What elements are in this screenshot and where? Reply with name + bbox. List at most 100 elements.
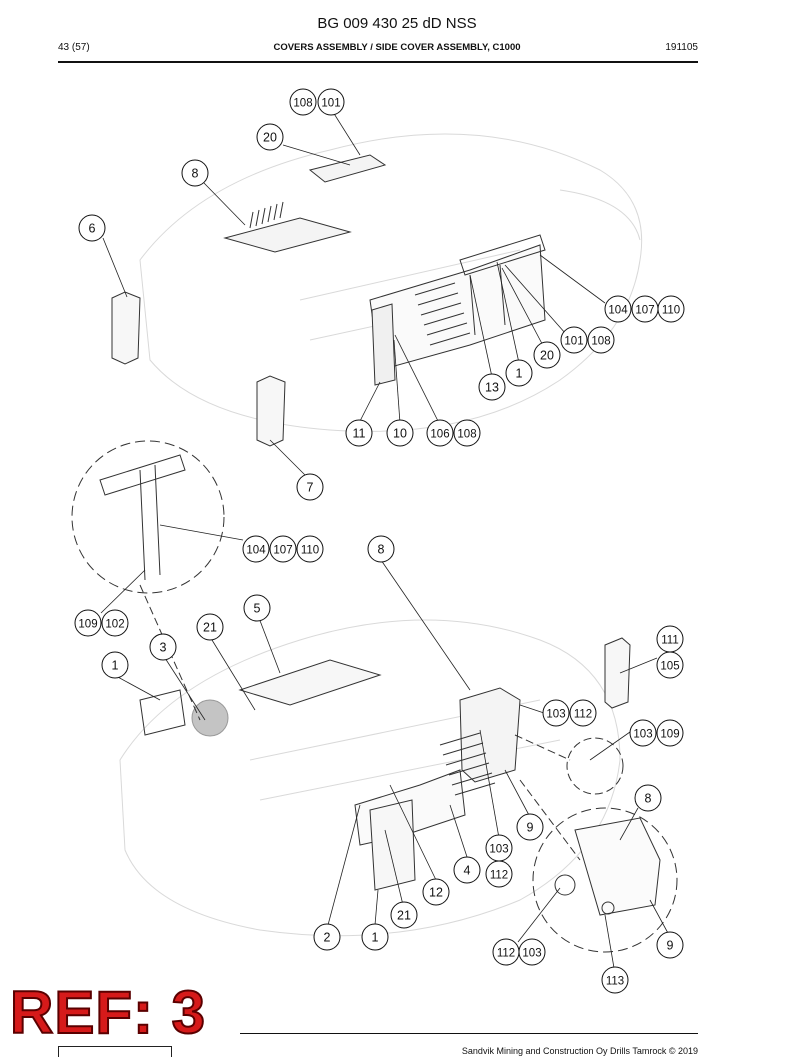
callout-1: 1 [101, 651, 129, 679]
callout-9: 9 [516, 813, 544, 841]
callout-bubble [569, 699, 597, 727]
document-date: 191105 [665, 42, 698, 53]
callout-109: 109 [656, 719, 684, 747]
callout-label: 21 [397, 909, 411, 923]
callout-label: 3 [160, 641, 167, 655]
callout-label: 103 [633, 729, 652, 741]
callout-label: 112 [574, 709, 592, 721]
callout-109: 109 [74, 609, 102, 637]
callout-21: 21 [390, 901, 418, 929]
callout-label: 112 [490, 870, 508, 882]
document-number: BG 009 430 25 dD NSS [317, 15, 477, 32]
callout-bubble [516, 813, 544, 841]
callout-label: 112 [497, 948, 515, 960]
callout-label: 11 [353, 427, 366, 441]
callout-bubble [629, 719, 657, 747]
callout-5: 5 [243, 594, 271, 622]
callout-20: 20 [533, 341, 561, 369]
callout-111: 111 [656, 625, 684, 653]
callout-bubble [533, 341, 561, 369]
callout-8: 8 [634, 784, 662, 812]
callout-bubble [485, 860, 513, 888]
callout-bubble [422, 878, 450, 906]
footer-rule [240, 1033, 698, 1034]
callout-label: 10 [393, 427, 407, 441]
page-title: COVERS ASSEMBLY / SIDE COVER ASSEMBLY, C… [273, 42, 521, 53]
callout-label: 21 [203, 621, 217, 635]
callout-101: 101 [560, 326, 588, 354]
callout-12: 12 [422, 878, 450, 906]
callout-label: 109 [78, 619, 97, 631]
callout-101: 101 [317, 88, 345, 116]
callout-2: 2 [313, 923, 341, 951]
callout-112: 112 [485, 860, 513, 888]
callout-13: 13 [478, 373, 506, 401]
callout-bubble [478, 373, 506, 401]
callout-label: 1 [372, 931, 379, 945]
callout-label: 110 [301, 545, 319, 557]
callout-label: 108 [591, 336, 610, 348]
callout-label: 107 [635, 305, 654, 317]
callout-bubble [149, 633, 177, 661]
callout-9: 9 [656, 931, 684, 959]
callout-bubble [296, 473, 324, 501]
callout-bubble [313, 923, 341, 951]
callout-label: 2 [324, 931, 331, 945]
callout-bubble [560, 326, 588, 354]
callout-103: 103 [542, 699, 570, 727]
callout-bubble [181, 159, 209, 187]
callout-label: 20 [263, 131, 277, 145]
callout-bubble [386, 419, 414, 447]
callout-label: 107 [273, 545, 292, 557]
callout-bubble [317, 88, 345, 116]
callout-label: 20 [540, 349, 554, 363]
callout-label: 6 [89, 222, 96, 236]
callout-label: 103 [546, 709, 565, 721]
callout-label: 4 [464, 864, 471, 878]
callout-label: 13 [485, 381, 499, 395]
company-logo-outline [58, 1046, 172, 1057]
callout-bubble [345, 419, 373, 447]
callout-108: 108 [453, 419, 481, 447]
callout-3: 3 [149, 633, 177, 661]
callout-bubble [657, 295, 685, 323]
callout-label: 12 [429, 886, 443, 900]
callout-bubble [656, 651, 684, 679]
callout-8: 8 [367, 535, 395, 563]
callout-label: 108 [457, 429, 476, 441]
callout-bubble [101, 609, 129, 637]
callout-113: 113 [601, 966, 629, 994]
callout-label: 8 [645, 792, 652, 806]
callout-110: 110 [296, 535, 324, 563]
callout-112: 112 [569, 699, 597, 727]
callout-106: 106 [426, 419, 454, 447]
page-number: 43 (57) [58, 42, 90, 53]
callout-label: 103 [522, 948, 541, 960]
callout-bubble [505, 359, 533, 387]
callout-label: 102 [105, 619, 124, 631]
callout-20: 20 [256, 123, 284, 151]
callout-label: 8 [378, 543, 385, 557]
callout-bubble [243, 594, 271, 622]
callout-105: 105 [656, 651, 684, 679]
callout-label: 9 [527, 821, 534, 835]
callout-1: 1 [505, 359, 533, 387]
callout-1: 1 [361, 923, 389, 951]
callout-110: 110 [657, 295, 685, 323]
callout-bubble [587, 326, 615, 354]
callout-bubble [390, 901, 418, 929]
callout-7: 7 [296, 473, 324, 501]
callout-6: 6 [78, 214, 106, 242]
callout-label: 1 [112, 659, 119, 673]
callout-bubble [296, 535, 324, 563]
callout-label: 109 [660, 729, 679, 741]
callout-bubble [453, 856, 481, 884]
callout-bubble [289, 88, 317, 116]
callout-label: 101 [564, 336, 583, 348]
callout-103: 103 [518, 938, 546, 966]
callout-102: 102 [101, 609, 129, 637]
leader-lines [100, 111, 670, 969]
callout-bubble [656, 931, 684, 959]
callout-bubble [101, 651, 129, 679]
callout-label: 113 [606, 976, 624, 988]
